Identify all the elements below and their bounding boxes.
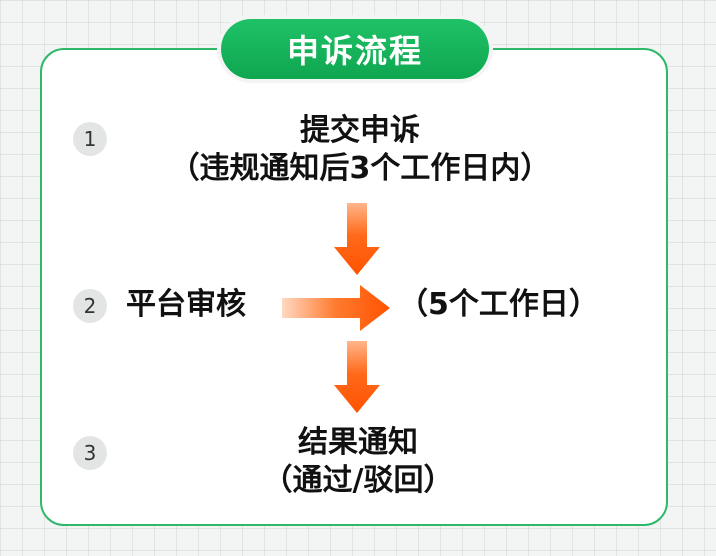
step-3-note: （通过/驳回） bbox=[262, 462, 454, 498]
step-1-number: 1 bbox=[73, 122, 107, 156]
step-3-label: 结果通知 bbox=[298, 425, 418, 460]
title-banner: 申诉流程 bbox=[221, 19, 489, 79]
step-2-note: （5个工作日） bbox=[398, 287, 599, 322]
step-2-number: 2 bbox=[73, 289, 107, 323]
step-1-note: （违规通知后3个工作日内） bbox=[169, 150, 551, 186]
step-3-number: 3 bbox=[73, 436, 107, 470]
arrow-right-icon bbox=[282, 285, 390, 331]
step-1-text: 提交申诉 （违规通知后3个工作日内） bbox=[150, 112, 570, 187]
step-3-text: 结果通知 （通过/驳回） bbox=[200, 424, 516, 499]
arrow-down-1-icon bbox=[334, 203, 380, 275]
page-title: 申诉流程 bbox=[286, 32, 423, 70]
step-1-label: 提交申诉 bbox=[300, 113, 420, 148]
arrow-down-2-icon bbox=[334, 341, 380, 413]
step-2-label: 平台审核 bbox=[126, 287, 246, 322]
flow-card bbox=[40, 48, 668, 526]
